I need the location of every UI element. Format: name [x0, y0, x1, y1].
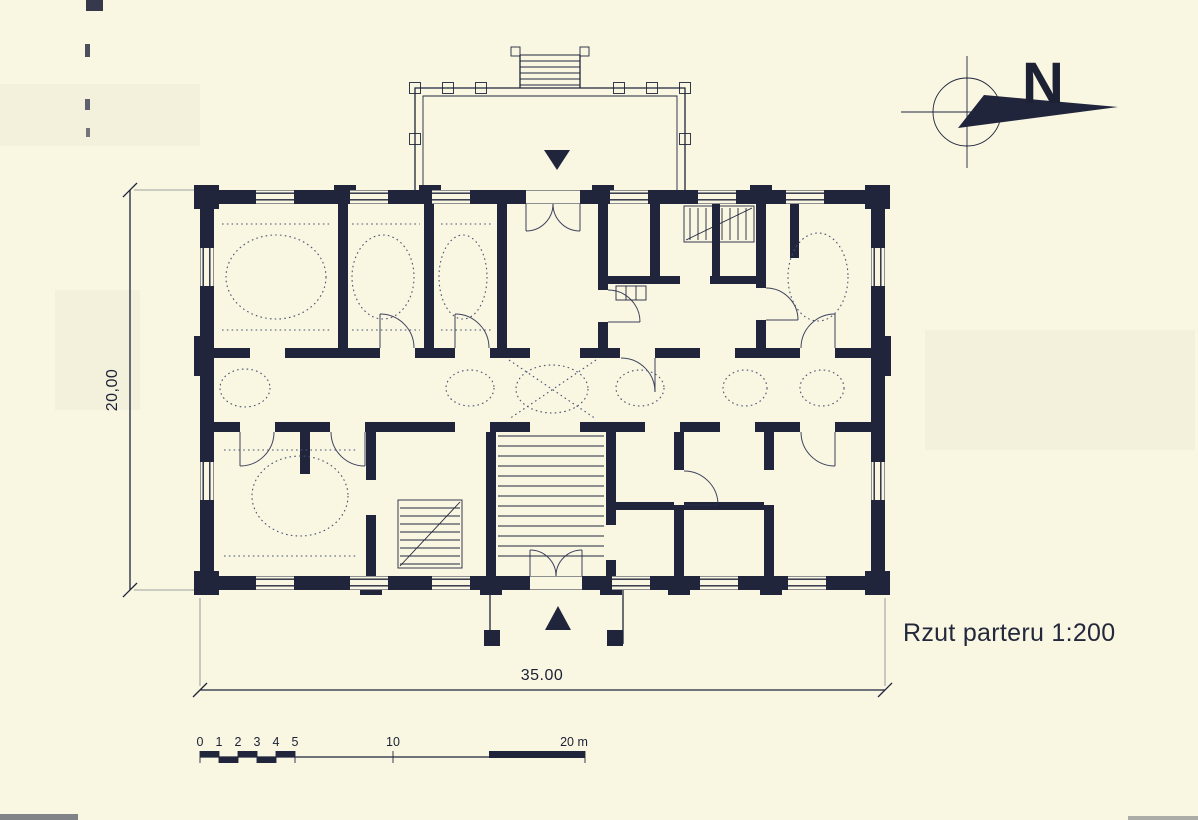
plan-title: Rzut parteru 1:200 — [903, 619, 1115, 647]
north-label: N — [1022, 51, 1064, 116]
door-swings — [239, 203, 836, 577]
scale-tick-20m: 20 m — [560, 735, 588, 749]
exit-marker-icon — [545, 606, 571, 630]
north-arrow-icon — [958, 95, 1118, 128]
width-dimension-label: 35.00 — [521, 667, 564, 684]
scale-tick-3: 3 — [254, 735, 261, 749]
exterior-walls — [194, 185, 891, 595]
scale-tick-2: 2 — [235, 735, 242, 749]
north-indicator: N — [901, 51, 1118, 168]
rear-porch — [484, 590, 624, 646]
interior-walls — [214, 204, 871, 576]
scale-tick-1: 1 — [216, 735, 223, 749]
fixture — [615, 285, 647, 301]
scale-tick-5: 5 — [292, 735, 299, 749]
portico — [409, 46, 691, 190]
vault-dotted-lines — [219, 223, 849, 557]
scale-tick-4: 4 — [273, 735, 280, 749]
service-staircase — [683, 205, 755, 243]
main-staircase — [498, 435, 604, 557]
windows — [200, 190, 885, 590]
vertical-dimension: 20,00 — [104, 182, 196, 598]
scan-shading — [0, 84, 1195, 450]
building-plan — [194, 185, 891, 595]
scale-bar: 0 1 2 3 4 5 10 20 m — [197, 735, 588, 763]
side-staircase — [397, 499, 463, 569]
scale-tick-0: 0 — [197, 735, 204, 749]
height-dimension-label: 20,00 — [104, 369, 121, 412]
entrance-marker-icon — [544, 150, 570, 170]
scale-tick-10: 10 — [386, 735, 400, 749]
horizontal-dimension: 35.00 — [192, 598, 893, 698]
portico-steps — [510, 46, 590, 88]
